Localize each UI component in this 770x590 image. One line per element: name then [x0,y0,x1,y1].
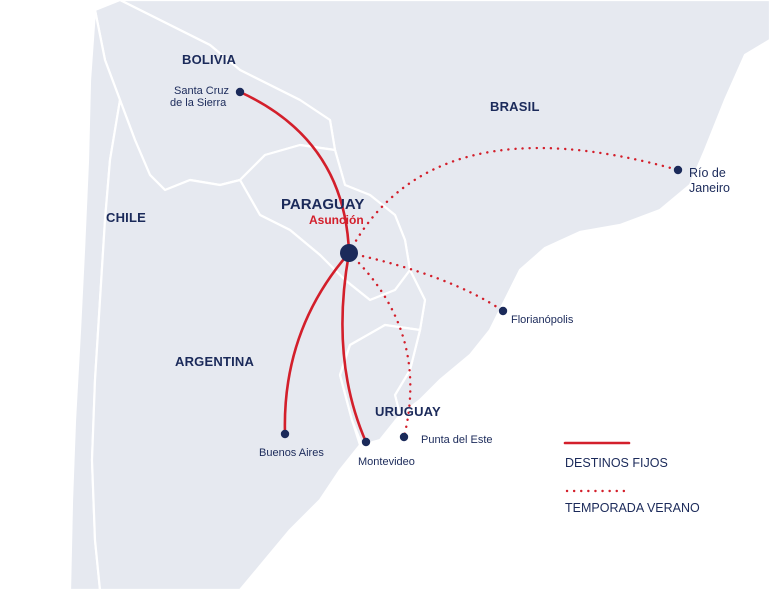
label-rio-line2: Janeiro [689,181,730,195]
land-areas [68,0,770,590]
marker-rio [673,165,683,175]
seasonal-routes [347,146,680,439]
label-santa-cruz-line1: Santa Cruz [174,85,229,97]
legend-fixed-label: DESTINOS FIJOS [565,456,668,470]
label-santa-cruz-line2: de la Sierra [170,97,227,109]
label-paraguay: PARAGUAY [281,196,364,213]
label-argentina: ARGENTINA [175,354,254,369]
marker-buenos-aires [280,429,290,439]
marker-asuncion-hub [340,244,358,262]
label-buenos-aires: Buenos Aires [259,447,324,459]
marker-santa-cruz [235,87,245,97]
land-uruguay [338,323,422,447]
route-buenos-aires [283,251,351,436]
marker-montevideo [361,437,371,447]
city-markers [235,87,683,447]
label-asuncion: Asunción [309,213,364,227]
route-santa-cruz [238,90,351,255]
label-rio-line1: Río de [689,166,726,180]
route-montevideo [341,251,368,444]
label-florianopolis: Florianópolis [511,314,574,326]
legend-seasonal-label: TEMPORADA VERANO [565,501,700,515]
label-brasil: BRASIL [490,99,540,114]
label-chile: CHILE [106,210,146,225]
label-bolivia: BOLIVIA [182,52,237,67]
marker-punta-del-este [399,432,409,442]
legend: DESTINOS FIJOS TEMPORADA VERANO [563,441,700,515]
label-punta-del-este: Punta del Este [421,434,493,446]
marker-florianopolis [498,306,508,316]
label-montevideo: Montevideo [358,456,415,468]
fixed-routes [238,90,368,444]
route-florianopolis [347,251,505,313]
route-rio [347,146,680,255]
label-uruguay: URUGUAY [375,404,441,419]
